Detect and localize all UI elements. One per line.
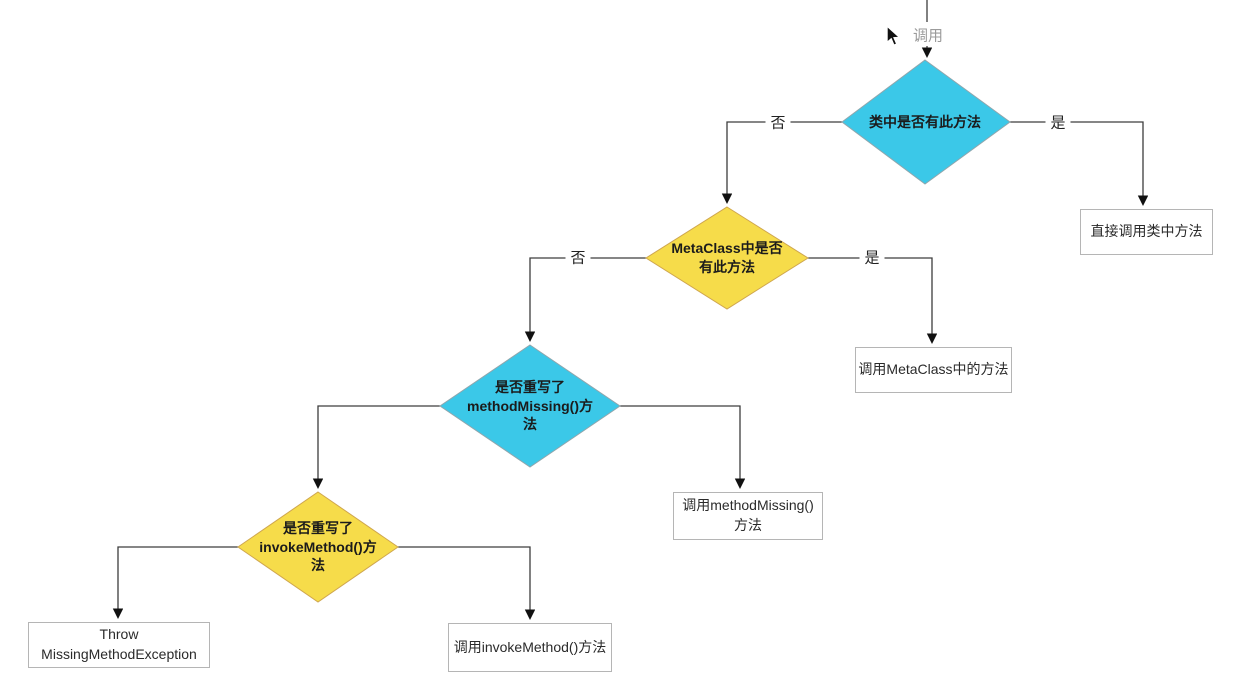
edge-label-d1-no: 否: [765, 110, 791, 134]
edge-d1-no: [721, 121, 842, 204]
result-call-invokemethod: 调用invokeMethod()方法: [448, 623, 612, 672]
entry-label: 调用: [908, 24, 948, 46]
result-call-class-method: 直接调用类中方法: [1080, 209, 1213, 255]
decision-metaclass-has-method-shape: [645, 206, 809, 310]
result-throw-missingmethodexception: Throw MissingMethodException: [28, 622, 210, 668]
edge-label-d2-yes: 是: [859, 245, 885, 269]
edge-d3-yes: [620, 405, 746, 489]
edge-d2-no: [524, 257, 646, 342]
result-call-methodmissing: 调用methodMissing() 方法: [673, 492, 823, 540]
decision-class-has-method-shape: [841, 59, 1011, 185]
edge-d4-yes: [398, 546, 536, 620]
edge-label-d1-yes: 是: [1045, 110, 1071, 134]
edge-d2-yes: [808, 257, 938, 344]
result-call-metaclass-method: 调用MetaClass中的方法: [855, 347, 1012, 393]
edge-d3-no: [312, 405, 440, 489]
mouse-cursor-icon: [886, 25, 902, 47]
decision-overrides-methodmissing-shape: [439, 344, 621, 468]
edge-d1-yes: [1010, 121, 1149, 206]
decision-overrides-invokemethod-shape: [237, 491, 399, 603]
edge-label-d2-no: 否: [565, 245, 591, 269]
edge-d4-no: [112, 546, 238, 619]
